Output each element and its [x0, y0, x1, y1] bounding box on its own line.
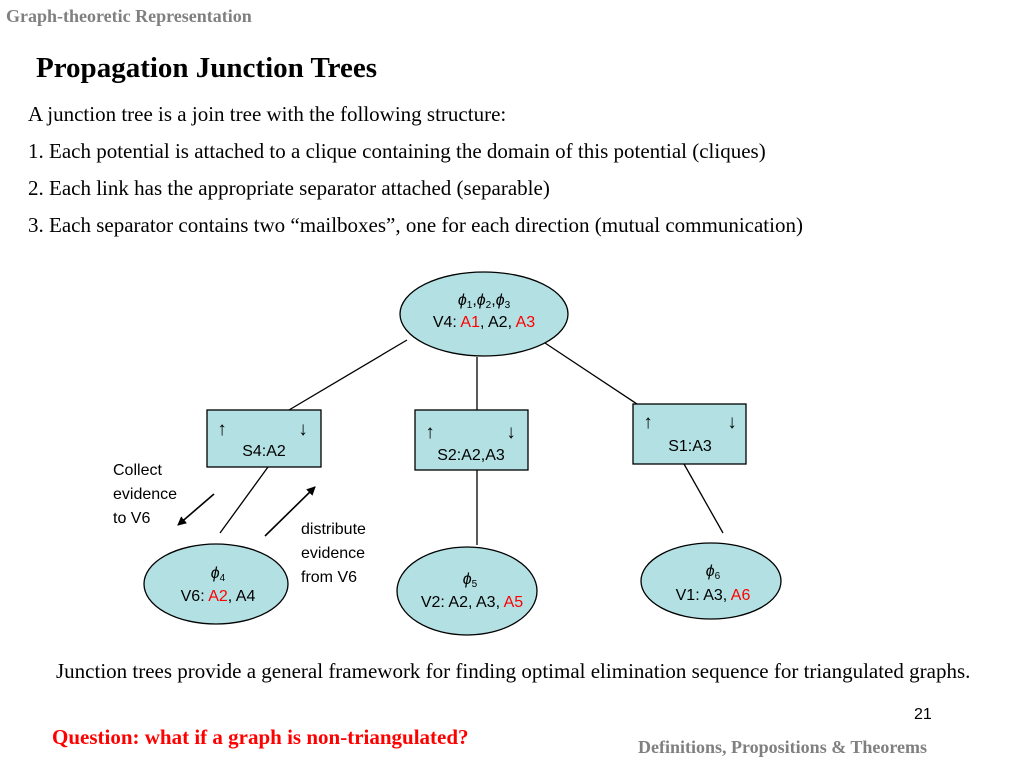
separator-s1: ↑ ↓ S1:A3	[632, 403, 747, 465]
intro-line: A junction tree is a join tree with the …	[28, 102, 507, 126]
mailbox-down-icon: ↓	[298, 419, 308, 440]
mailbox-down-icon: ↓	[727, 412, 737, 433]
page-number: 21	[914, 706, 932, 723]
v6-domain: V6: A2, A4	[181, 588, 256, 605]
collect-arrow-icon	[177, 493, 215, 526]
edge-root-s4	[288, 339, 408, 411]
question-text: Question: what if a graph is non-triangu…	[52, 725, 469, 749]
v1-potential: ϕ6	[706, 563, 721, 582]
point-1: 1. Each potential is attached to a cliqu…	[28, 139, 766, 163]
v6-potential: ϕ4	[211, 565, 226, 584]
collect-evidence-label: Collect evidence to V6	[113, 462, 178, 527]
footer-section-label: Definitions, Propositions & Theorems	[638, 737, 928, 757]
point-3: 3. Each separator contains two “mailboxe…	[28, 213, 803, 237]
separator-label: S1:A3	[668, 438, 712, 455]
edge-s4-v6	[219, 466, 269, 534]
v4-domain: V4: A1, A2, A3	[433, 314, 535, 331]
section-title: Graph-theoretic Representation	[6, 6, 252, 26]
distribute-arrow-icon	[264, 486, 316, 537]
mailbox-up-icon: ↑	[217, 419, 227, 440]
clique-node-v2: ϕ5 V2: A2, A3, A5	[396, 546, 538, 636]
mailbox-up-icon: ↑	[425, 422, 435, 443]
edge-root-s1	[544, 342, 638, 405]
separator-label: S2:A2,A3	[437, 447, 505, 464]
v2-domain: V2: A2, A3, A5	[421, 594, 523, 611]
clique-node-v1: ϕ6 V1: A3, A6	[640, 542, 782, 620]
clique-node-v6: ϕ4 V6: A2, A4	[143, 543, 289, 625]
point-2: 2. Each link has the appropriate separat…	[28, 176, 550, 200]
junction-tree-summary: Junction trees provide a general framewo…	[56, 659, 971, 683]
v2-potential: ϕ5	[463, 571, 478, 590]
v4-potentials: ϕ1,ϕ2,ϕ3	[458, 292, 511, 311]
separator-label: S4:A2	[242, 443, 286, 460]
v1-domain: V1: A3, A6	[676, 587, 751, 604]
edge-s1-v1	[683, 463, 724, 534]
mailbox-up-icon: ↑	[643, 412, 653, 433]
distribute-evidence-label: distribute evidence from V6	[301, 521, 366, 586]
tree-edges	[219, 339, 724, 545]
slide-title: Propagation Junction Trees	[36, 52, 378, 84]
separator-s4: ↑ ↓ S4:A2	[206, 409, 322, 468]
separator-s2: ↑ ↓ S2:A2,A3	[414, 409, 529, 471]
mailbox-down-icon: ↓	[506, 422, 516, 443]
clique-node-v4: ϕ1,ϕ2,ϕ3 V4: A1, A2, A3	[399, 271, 569, 357]
